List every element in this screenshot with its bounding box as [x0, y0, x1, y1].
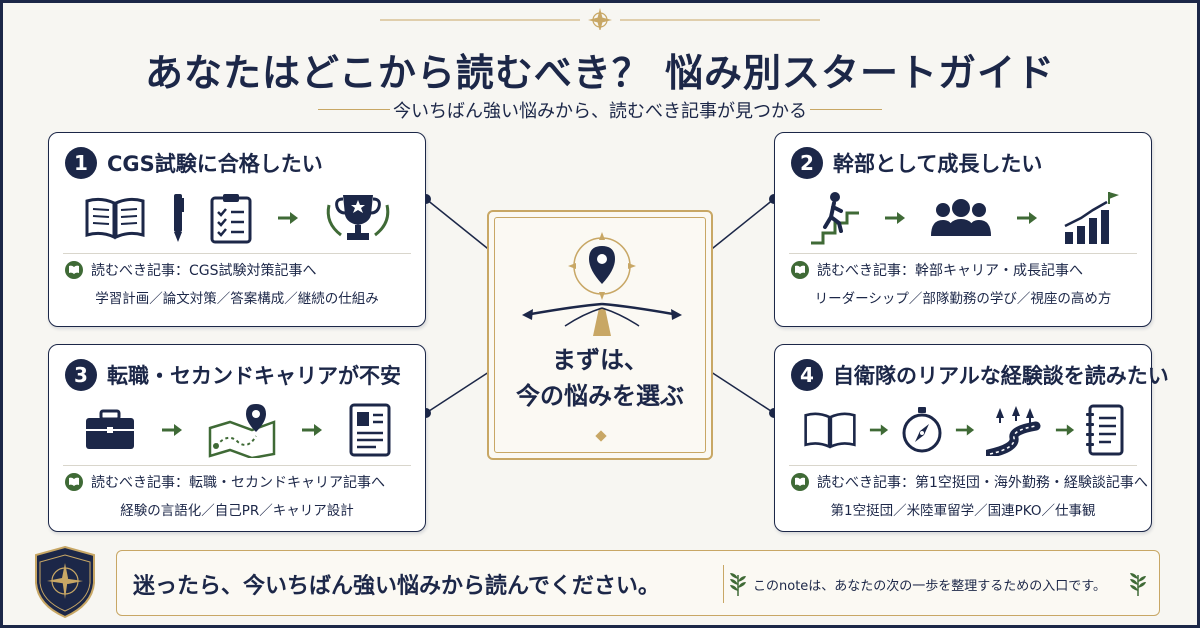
- card-divider: [63, 465, 411, 466]
- center-panel-inner-border: [494, 217, 706, 453]
- resume-icon: [349, 403, 391, 457]
- recommended-article-link[interactable]: 読むべき記事：転職・セカンドキャリア記事へ: [65, 472, 385, 492]
- arrow-right-icon: [955, 424, 975, 436]
- card-divider: [789, 465, 1137, 466]
- card-title: CGS試験に合格したい: [107, 152, 323, 176]
- card-topics: 第1空挺団／米陸軍留学／国連PKO／仕事観: [830, 503, 1096, 519]
- book-icon: [65, 473, 83, 491]
- card-divider: [63, 253, 411, 254]
- center-message-line1: まずは、: [552, 346, 648, 374]
- book-icon: [791, 261, 809, 279]
- team-icon: [930, 199, 991, 236]
- recommended-article-link[interactable]: 読むべき記事：幹部キャリア・成長記事へ: [791, 260, 1083, 280]
- recommended-article-label: 読むべき記事：転職・セカンドキャリア記事へ: [91, 475, 385, 491]
- subtitle-rule-right: [810, 109, 882, 110]
- notebook-icon: [1086, 404, 1124, 456]
- page-subtitle: 今いちばん強い悩みから、読むべき記事が見つかる: [393, 101, 807, 122]
- open-book-icon: [85, 197, 145, 240]
- card-title: 幹部として成長したい: [833, 152, 1043, 176]
- map-route-icon: [208, 404, 276, 458]
- compass-star-shield-icon: [35, 545, 95, 619]
- card-second-career[interactable]: 3 転職・セカンドキャリアが不安: [48, 344, 426, 532]
- card-header: 4 自衛隊のリアルな経験談を読みたい: [791, 359, 1169, 391]
- card-header: 2 幹部として成長したい: [791, 147, 1042, 179]
- recommended-article-label: 読むべき記事：第1空挺団・海外勤務・経験談記事へ: [817, 475, 1148, 491]
- open-book-icon: [804, 412, 857, 449]
- card-topics: リーダーシップ／部隊勤務の学び／視座の高め方: [814, 291, 1112, 307]
- card-icon-row: [797, 189, 1131, 247]
- footer-note: このnoteは、あなたの次の一歩を整理するための入口です。: [753, 579, 1106, 594]
- recommended-article-link[interactable]: 読むべき記事：CGS試験対策記事へ: [65, 260, 317, 280]
- card-cgs-exam[interactable]: 1 CGS試験に合格したい: [48, 132, 426, 327]
- arrow-right-icon: [278, 212, 298, 224]
- card-number-badge: 2: [791, 147, 823, 179]
- card-title: 自衛隊のリアルな経験談を読みたい: [833, 364, 1169, 388]
- card-topics: 経験の言語化／自己PR／キャリア設計: [120, 503, 354, 519]
- growth-chart-flag-icon: [1064, 192, 1120, 244]
- book-icon: [65, 261, 83, 279]
- card-header: 3 転職・セカンドキャリアが不安: [65, 359, 401, 391]
- recommended-article-label: 読むべき記事：CGS試験対策記事へ: [91, 263, 317, 279]
- card-real-experience[interactable]: 4 自衛隊のリアルな経験談を読みたい: [774, 344, 1169, 532]
- card-number-badge: 3: [65, 359, 97, 391]
- checklist-icon: [210, 194, 252, 244]
- arrow-right-icon: [870, 424, 889, 436]
- footer-banner: 迷ったら、今いちばん強い悩みから読んでください。 このnoteは、あなたの次の一…: [116, 550, 1160, 616]
- page-title: あなたはどこから読むべき？ 悩み別スタートガイド: [144, 51, 1056, 95]
- card-icon-row: [71, 189, 405, 247]
- arrow-right-icon: [1055, 424, 1074, 436]
- arrow-right-icon: [1017, 212, 1038, 224]
- trophy-icon: [326, 195, 390, 240]
- compass-icon: [902, 407, 942, 453]
- compass-ornament-icon: [380, 8, 820, 30]
- recommended-article-link[interactable]: 読むべき記事：第1空挺団・海外勤務・経験談記事へ: [791, 472, 1148, 492]
- center-panel: まずは、 今の悩みを選ぶ: [487, 210, 713, 460]
- arrow-right-icon: [302, 424, 323, 436]
- subtitle-rule-left: [318, 109, 390, 110]
- center-message: まずは、 今の悩みを選ぶ: [489, 342, 711, 414]
- card-header: 1 CGS試験に合格したい: [65, 147, 323, 179]
- winding-road-icon: [985, 406, 1041, 456]
- arrow-right-icon: [884, 212, 905, 224]
- footer-main-message: 迷ったら、今いちばん強い悩みから読んでください。: [133, 574, 660, 599]
- leaf-sprig-icon: [730, 573, 746, 596]
- card-topics: 学習計画／論文対策／答案構成／継続の仕組み: [95, 291, 379, 307]
- card-title: 転職・セカンドキャリアが不安: [107, 364, 401, 388]
- briefcase-icon: [85, 409, 134, 449]
- card-divider: [789, 253, 1137, 254]
- book-icon: [791, 473, 809, 491]
- card-icon-row: [797, 401, 1131, 459]
- stairs-climber-icon: [810, 192, 859, 245]
- card-officer-growth[interactable]: 2 幹部として成長したい: [774, 132, 1152, 327]
- recommended-article-label: 読むべき記事：幹部キャリア・成長記事へ: [817, 263, 1083, 279]
- card-number-badge: 4: [791, 359, 823, 391]
- arrow-right-icon: [161, 424, 182, 436]
- center-message-line2: 今の悩みを選ぶ: [516, 382, 684, 410]
- card-icon-row: [71, 401, 405, 459]
- footer-divider: [723, 565, 724, 603]
- leaf-sprig-icon: [1130, 573, 1146, 596]
- location-pin-crossroads-icon: [522, 232, 682, 336]
- pen-icon: [174, 194, 184, 242]
- card-number-badge: 1: [65, 147, 97, 179]
